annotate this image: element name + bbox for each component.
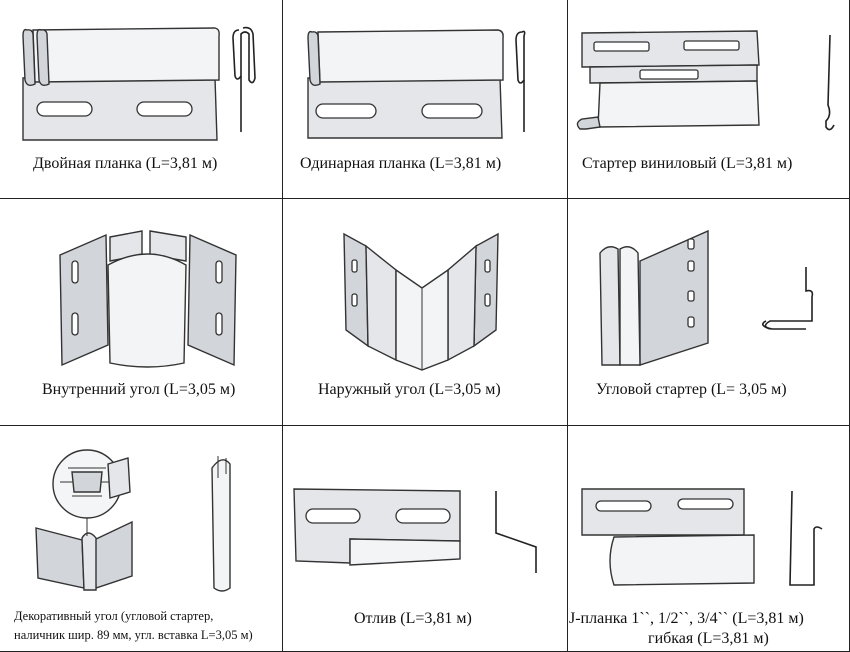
caption-inside-corner: Внутренний угол (L=3,05 м) <box>42 381 236 398</box>
grid-divider <box>567 0 568 652</box>
corner-starter-illustration <box>599 229 814 366</box>
caption-j-channel-line1: J-планка 1``, 1/2``, 3/4`` (L=3,81 м) <box>569 610 804 627</box>
caption-outside-corner: Наружный угол (L=3,05 м) <box>318 381 501 398</box>
grid-divider <box>0 425 850 426</box>
caption-vinyl-starter: Стартер виниловый (L=3,81 м) <box>582 155 793 172</box>
caption-decorative-corner-line1: Декоративный угол (угловой стартер, <box>14 609 214 623</box>
j-channel-illustration <box>581 488 823 586</box>
drip-edge-illustration <box>293 488 537 573</box>
caption-j-channel-line2: гибкая (L=3,81 м) <box>648 630 769 647</box>
inside-corner-illustration <box>59 230 237 368</box>
double-strip-illustration <box>22 26 256 141</box>
caption-single-strip: Одинарная планка (L=3,81 м) <box>300 155 502 172</box>
grid-divider <box>282 0 283 652</box>
single-strip-illustration <box>307 29 526 139</box>
caption-corner-starter: Угловой стартер (L= 3,05 м) <box>596 381 787 398</box>
caption-drip-edge: Отлив (L=3,81 м) <box>354 610 472 627</box>
grid-divider <box>0 198 850 199</box>
outside-corner-illustration <box>343 232 499 371</box>
decorative-corner-illustration <box>35 449 231 592</box>
caption-decorative-corner-line2: наличник шир. 89 мм, угл. вставка L=3,05… <box>14 628 253 642</box>
vinyl-starter-illustration <box>576 30 835 131</box>
caption-double-strip: Двойная планка (L=3,81 м) <box>33 155 218 172</box>
